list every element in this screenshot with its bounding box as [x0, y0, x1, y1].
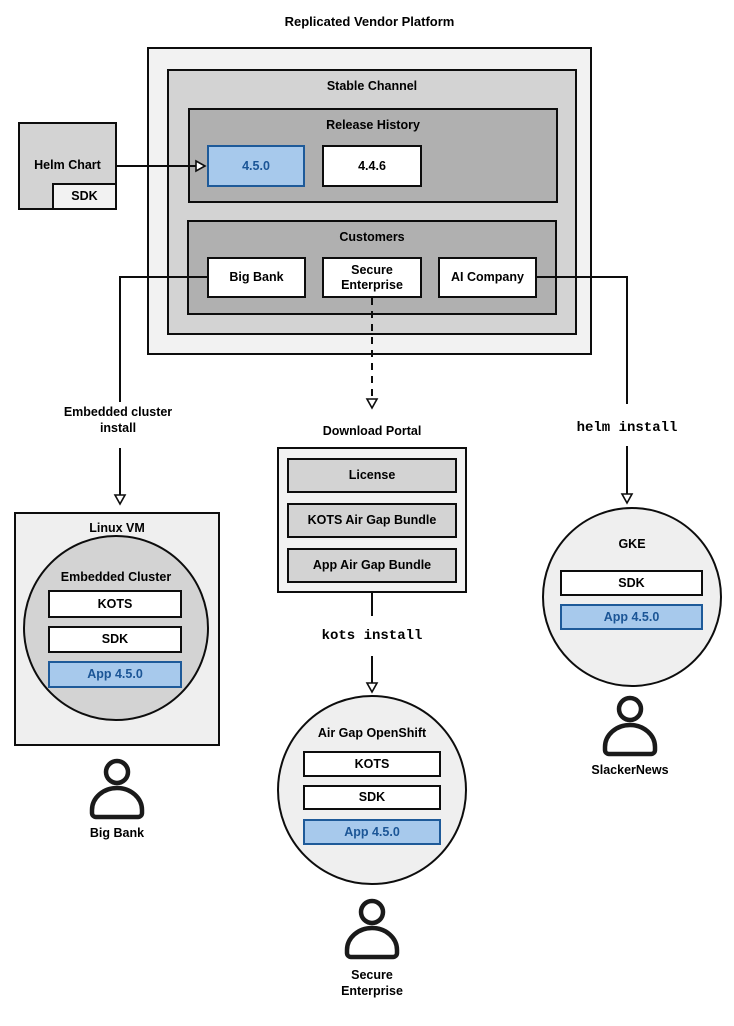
customer-secure-enterprise[interactable]: Secure Enterprise	[322, 257, 422, 298]
helm-chart-sdk-box: SDK	[52, 183, 117, 210]
release-history-label: Release History	[326, 118, 420, 132]
kots-install-label: kots install	[321, 628, 423, 644]
user-icon-secure-enterprise	[344, 898, 400, 960]
release-4-5-0[interactable]: 4.5.0	[207, 145, 305, 187]
openshift-app-box: App 4.5.0	[303, 819, 441, 845]
download-portal-title: Download Portal	[322, 424, 422, 438]
customer-big-bank[interactable]: Big Bank	[207, 257, 306, 298]
openshift-kots-box: KOTS	[303, 751, 441, 777]
user-icon-slackernews	[602, 695, 658, 757]
linux-vm-app-box: App 4.5.0	[48, 661, 182, 688]
diagram-title: Replicated Vendor Platform	[284, 14, 455, 29]
air-gap-openshift-label: Air Gap OpenShift	[317, 726, 427, 740]
stable-channel-label: Stable Channel	[326, 79, 418, 93]
helm-chart-label: Helm Chart	[34, 158, 101, 172]
customers-label: Customers	[339, 230, 405, 244]
release-4-4-6[interactable]: 4.4.6	[322, 145, 422, 187]
gke-circle	[542, 507, 722, 687]
portal-kots-bundle-box[interactable]: KOTS Air Gap Bundle	[287, 503, 457, 538]
user-label-secure-enterprise: Secure Enterprise	[341, 968, 403, 998]
linux-vm-kots-box: KOTS	[48, 590, 182, 618]
embedded-cluster-install-label: Embedded cluster install	[63, 405, 173, 435]
linux-vm-label: Linux VM	[89, 521, 145, 535]
user-label-slackernews: SlackerNews	[591, 763, 669, 777]
linux-vm-sdk-box: SDK	[48, 626, 182, 653]
gke-sdk-box: SDK	[560, 570, 703, 596]
user-label-big-bank: Big Bank	[89, 826, 145, 840]
customer-ai-company[interactable]: AI Company	[438, 257, 537, 298]
portal-app-bundle-box[interactable]: App Air Gap Bundle	[287, 548, 457, 583]
user-icon-big-bank	[89, 758, 145, 820]
gke-app-box: App 4.5.0	[560, 604, 703, 630]
portal-license-box[interactable]: License	[287, 458, 457, 493]
helm-install-label: helm install	[576, 420, 678, 436]
embedded-cluster-label: Embedded Cluster	[60, 570, 172, 584]
openshift-sdk-box: SDK	[303, 785, 441, 810]
gke-label: GKE	[618, 537, 646, 551]
